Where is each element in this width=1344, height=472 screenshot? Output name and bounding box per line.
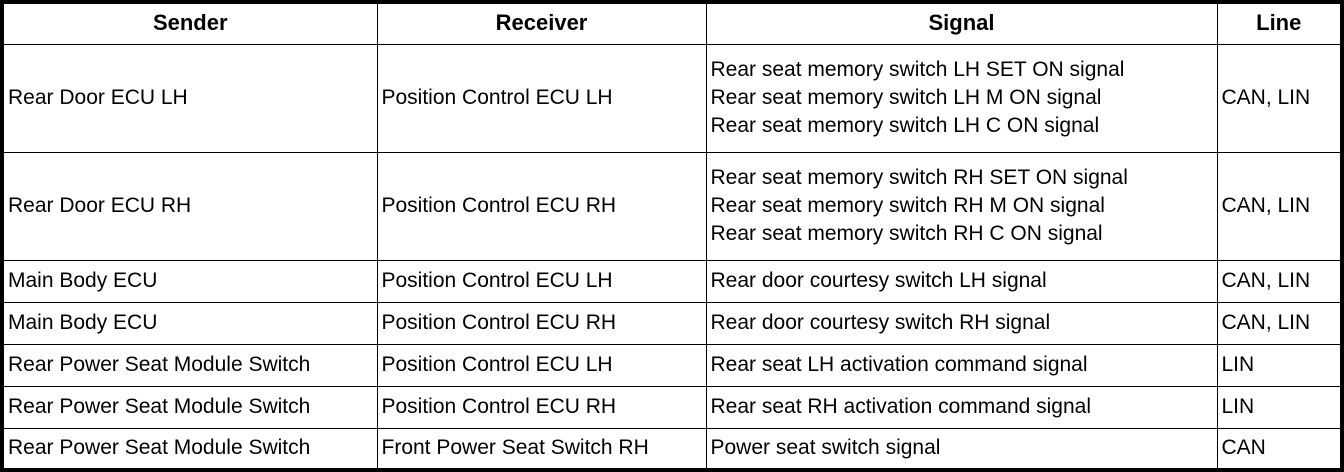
cell-signal: Rear seat RH activation command signal bbox=[705, 385, 1218, 429]
cell-line: CAN, LIN bbox=[1216, 259, 1343, 303]
cell-signal: Rear seat LH activation command signal bbox=[705, 343, 1218, 387]
column-header-line: Line bbox=[1216, 1, 1343, 45]
column-header-signal: Signal bbox=[705, 1, 1218, 45]
table-header-row: Sender Receiver Signal Line bbox=[1, 1, 1343, 45]
cell-sender: Main Body ECU bbox=[1, 301, 378, 345]
cell-sender: Rear Door ECU RH bbox=[1, 151, 378, 261]
table-header: Sender Receiver Signal Line bbox=[1, 1, 1343, 45]
cell-signal: Rear seat memory switch RH SET ON signal… bbox=[705, 151, 1218, 261]
cell-line: LIN bbox=[1216, 385, 1343, 429]
signal-line: Rear door courtesy switch LH signal bbox=[710, 269, 1047, 292]
signal-line: Rear door courtesy switch RH signal bbox=[710, 311, 1051, 334]
cell-sender: Main Body ECU bbox=[1, 259, 378, 303]
cell-line: CAN, LIN bbox=[1216, 301, 1343, 345]
column-header-sender: Sender bbox=[1, 1, 378, 45]
cell-receiver: Position Control ECU RH bbox=[376, 151, 707, 261]
column-header-receiver: Receiver bbox=[376, 1, 707, 45]
cell-receiver: Position Control ECU RH bbox=[376, 385, 707, 429]
signal-line: Rear seat memory switch LH SET ON signal bbox=[710, 58, 1125, 81]
cell-line: CAN, LIN bbox=[1216, 43, 1343, 153]
cell-line: LIN bbox=[1216, 343, 1343, 387]
cell-signal: Power seat switch signal bbox=[705, 427, 1218, 471]
cell-signal: Rear door courtesy switch LH signal bbox=[705, 259, 1218, 303]
signal-line: Rear seat LH activation command signal bbox=[710, 353, 1088, 376]
cell-signal: Rear seat memory switch LH SET ON signal… bbox=[705, 43, 1218, 153]
signal-line: Rear seat memory switch LH C ON signal bbox=[710, 114, 1100, 137]
cell-signal: Rear door courtesy switch RH signal bbox=[705, 301, 1218, 345]
cell-receiver: Position Control ECU LH bbox=[376, 259, 707, 303]
signal-line: Rear seat RH activation command signal bbox=[710, 395, 1092, 418]
cell-line: CAN, LIN bbox=[1216, 151, 1343, 261]
cell-sender: Rear Door ECU LH bbox=[1, 43, 378, 153]
cell-sender: Rear Power Seat Module Switch bbox=[1, 427, 378, 471]
cell-receiver: Front Power Seat Switch RH bbox=[376, 427, 707, 471]
signal-line: Rear seat memory switch RH C ON signal bbox=[710, 222, 1103, 245]
cell-receiver: Position Control ECU RH bbox=[376, 301, 707, 345]
cell-sender: Rear Power Seat Module Switch bbox=[1, 385, 378, 429]
signal-line: Rear seat memory switch RH M ON signal bbox=[710, 194, 1105, 217]
signal-line: Power seat switch signal bbox=[710, 436, 941, 460]
cell-receiver: Position Control ECU LH bbox=[376, 343, 707, 387]
cell-line: CAN bbox=[1216, 427, 1343, 471]
signal-line: Rear seat memory switch LH M ON signal bbox=[710, 86, 1102, 109]
cell-receiver: Position Control ECU LH bbox=[376, 43, 707, 153]
signal-line: Rear seat memory switch RH SET ON signal bbox=[710, 166, 1128, 189]
cell-sender: Rear Power Seat Module Switch bbox=[1, 343, 378, 387]
